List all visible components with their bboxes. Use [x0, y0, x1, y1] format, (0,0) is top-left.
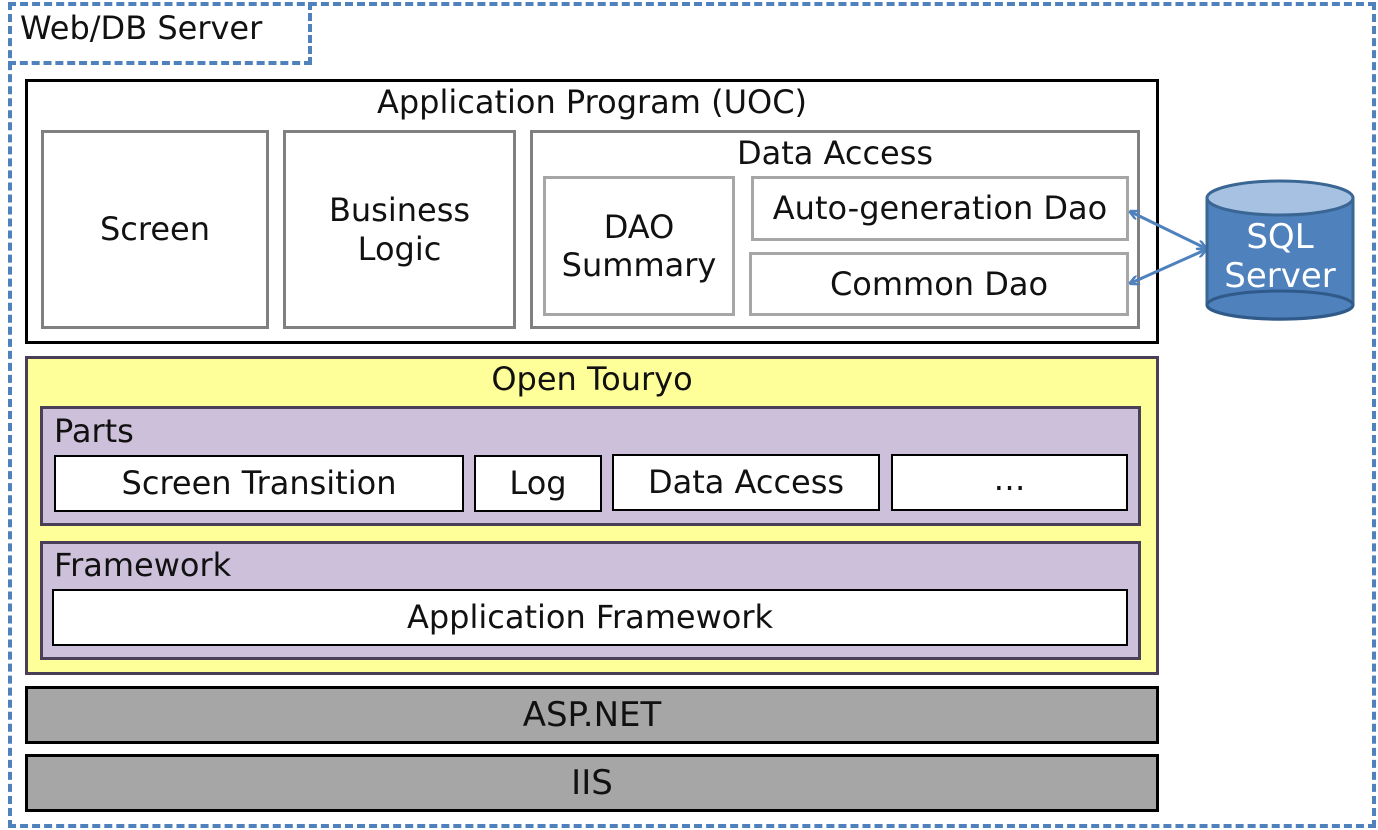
auto-generation-dao-connector-arrow: [1131, 212, 1205, 248]
more-parts-placeholder: …: [891, 454, 1128, 511]
data-access-part: Data Access: [612, 454, 880, 511]
auto-generation-dao-label: Auto-generation Dao: [772, 189, 1108, 228]
framework-label: Framework: [54, 546, 232, 584]
common-dao-block: Common Dao: [749, 252, 1129, 316]
data-access-part-label: Data Access: [647, 463, 845, 502]
sql-server-label: SQL Server: [1205, 212, 1355, 302]
log-part: Log: [474, 455, 602, 512]
business-logic-block: Business Logic: [283, 130, 516, 329]
iis-label: IIS: [571, 762, 613, 803]
ellipsis-label: …: [993, 460, 1026, 498]
auto-generation-dao-block: Auto-generation Dao: [751, 176, 1129, 241]
common-dao-label: Common Dao: [829, 264, 1049, 303]
business-logic-line-1: Business: [328, 191, 471, 230]
log-label: Log: [509, 464, 567, 503]
parts-label: Parts: [54, 412, 134, 450]
screen-transition-label: Screen Transition: [121, 464, 397, 503]
common-dao-connector-arrow: [1131, 250, 1205, 283]
web-db-server-boundary: [8, 2, 1376, 828]
open-touryo-title: Open Touryo: [491, 360, 693, 398]
aspnet-layer: ASP.NET: [25, 686, 1159, 744]
screen-transition-part: Screen Transition: [54, 455, 464, 512]
database-cylinder-icon: [1205, 179, 1355, 321]
sql-server-line-1: SQL: [1246, 216, 1314, 257]
data-access-title: Data Access: [736, 134, 934, 172]
application-framework-label: Application Framework: [406, 598, 774, 637]
dao-summary-line-1: DAO: [603, 207, 675, 246]
iis-layer: IIS: [25, 754, 1159, 812]
application-framework-block: Application Framework: [52, 589, 1128, 646]
screen-block: Screen: [41, 130, 269, 329]
sql-server-diagram: [1125, 179, 1355, 321]
web-db-server-label: Web/DB Server: [8, 2, 312, 65]
sql-server-line-2: Server: [1224, 256, 1336, 296]
aspnet-label: ASP.NET: [522, 694, 662, 735]
business-logic-line-2: Logic: [357, 229, 442, 268]
screen-label: Screen: [99, 210, 210, 249]
application-program-title: Application Program (UOC): [376, 83, 808, 121]
dao-summary-line-2: Summary: [561, 246, 717, 284]
dao-summary-block: DAO Summary: [543, 176, 735, 316]
